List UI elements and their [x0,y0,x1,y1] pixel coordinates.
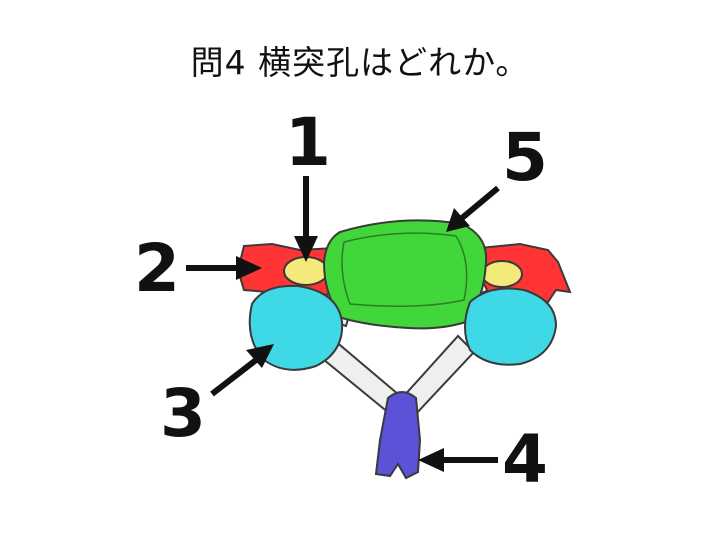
arrow-2 [186,256,262,280]
right-transverse-foramen [481,260,523,288]
vertebral-body [322,219,488,330]
vertebral-body-rim [341,232,468,307]
label-5: 5 [502,119,548,196]
arrow-1 [294,176,318,262]
question-title: 問4 横突孔はどれか。 [190,43,530,82]
right-articular-process [464,287,558,366]
label-3: 3 [160,375,206,452]
arrow-4 [418,448,498,472]
spinous-process [374,391,422,480]
label-2: 2 [134,230,180,307]
label-1: 1 [285,104,331,181]
label-4: 4 [502,421,548,498]
arrow-3 [210,344,274,397]
arrow-5 [446,185,500,232]
